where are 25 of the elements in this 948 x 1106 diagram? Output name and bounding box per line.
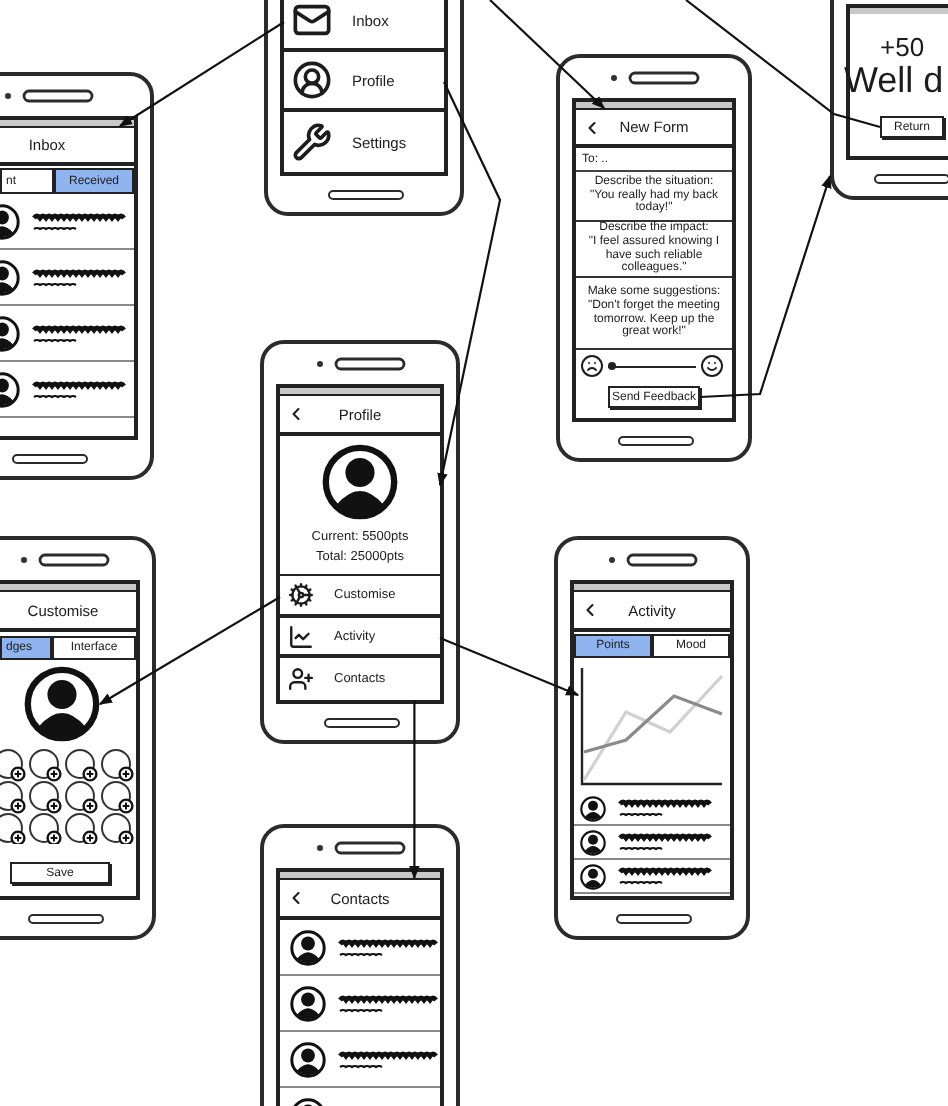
phone-frame	[556, 54, 752, 462]
connector-line	[685, 0, 881, 129]
screen-header	[0, 590, 136, 632]
phone-frame	[260, 824, 460, 1106]
screen-header	[574, 590, 730, 632]
arrow	[98, 596, 281, 705]
score-text: +50	[880, 34, 927, 62]
phone-frame	[264, 0, 464, 216]
avatar-icon	[24, 666, 100, 742]
arrow	[409, 700, 420, 880]
arrow	[439, 637, 580, 696]
phone-frame	[260, 340, 460, 744]
phone-frame	[0, 536, 156, 940]
phone-frame	[554, 536, 750, 940]
screen-header	[280, 878, 440, 920]
form-section	[576, 222, 732, 278]
arrow	[118, 21, 285, 127]
screen-header	[576, 108, 732, 148]
form-section	[576, 172, 732, 222]
arrow	[437, 81, 502, 487]
arrow	[489, 0, 605, 109]
phone-frame	[0, 72, 154, 480]
screen-header	[280, 394, 440, 436]
screen-header	[0, 126, 134, 166]
line-chart-drawing	[578, 664, 726, 788]
